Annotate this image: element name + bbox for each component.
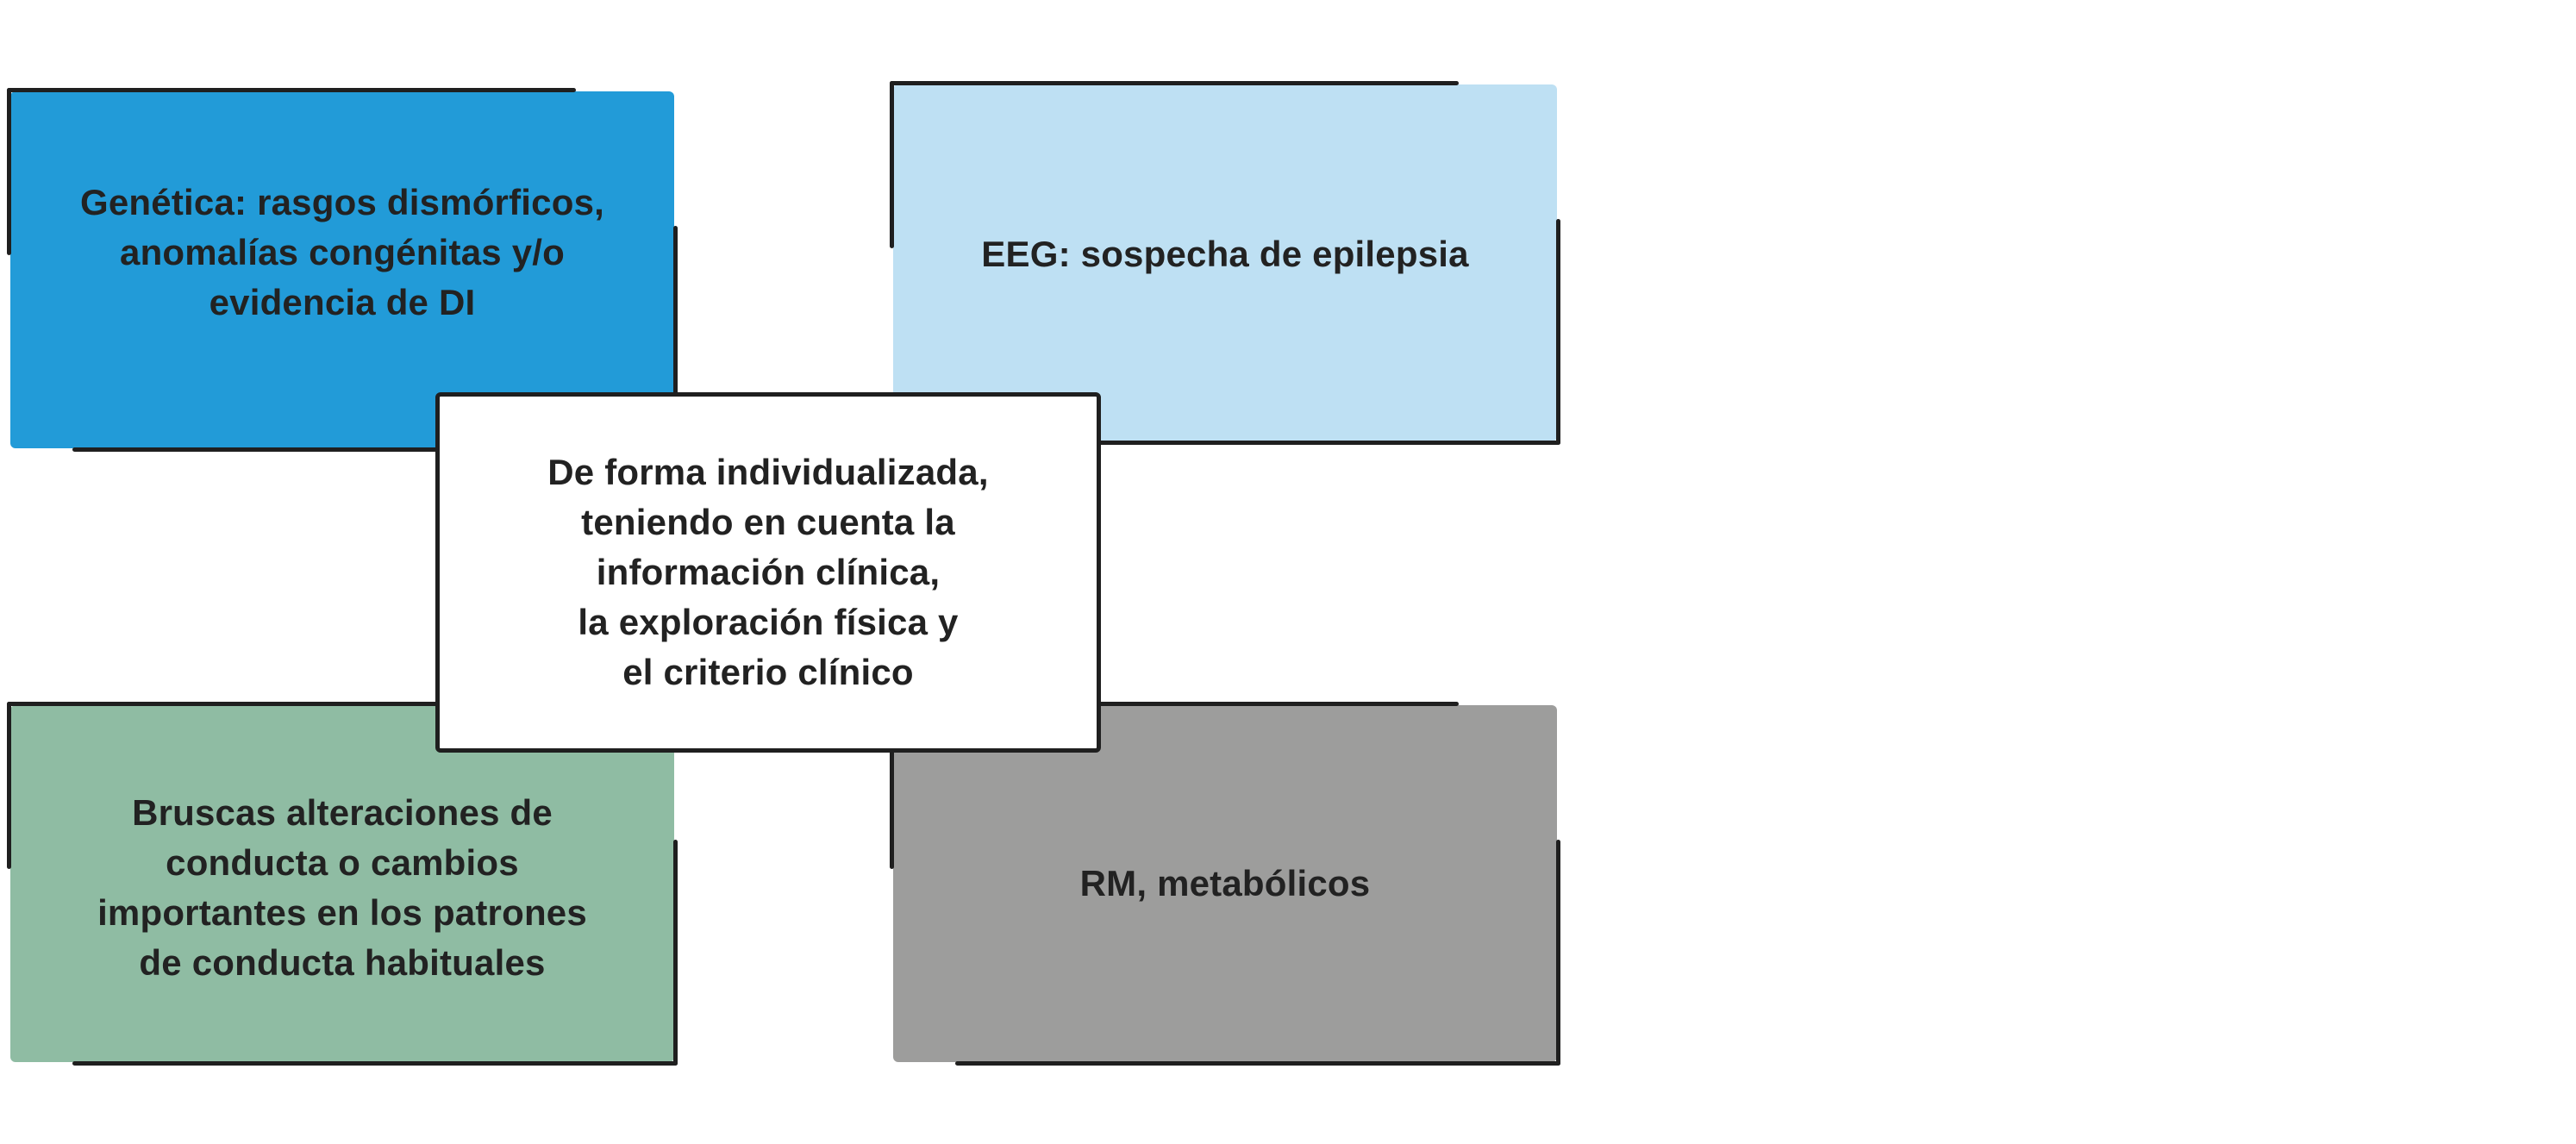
box-genetica-text: Genética: rasgos dismórficos, anomalías …: [80, 182, 604, 322]
box-rm-text: RM, metabólicos: [1079, 863, 1371, 903]
box-genetica: Genética: rasgos dismórficos, anomalías …: [10, 91, 674, 448]
box-rm: RM, metabólicos: [893, 705, 1557, 1062]
box-eeg: EEG: sospecha de epilepsia: [893, 84, 1557, 441]
box-eeg-text: EEG: sospecha de epilepsia: [981, 234, 1469, 274]
box-center: De forma individualizada, teniendo en cu…: [435, 392, 1101, 753]
box-conducta-text: Bruscas alteraciones de conducta o cambi…: [97, 792, 587, 983]
box-conducta: Bruscas alteraciones de conducta o cambi…: [10, 705, 674, 1062]
box-center-text: De forma individualizada, teniendo en cu…: [547, 452, 989, 692]
